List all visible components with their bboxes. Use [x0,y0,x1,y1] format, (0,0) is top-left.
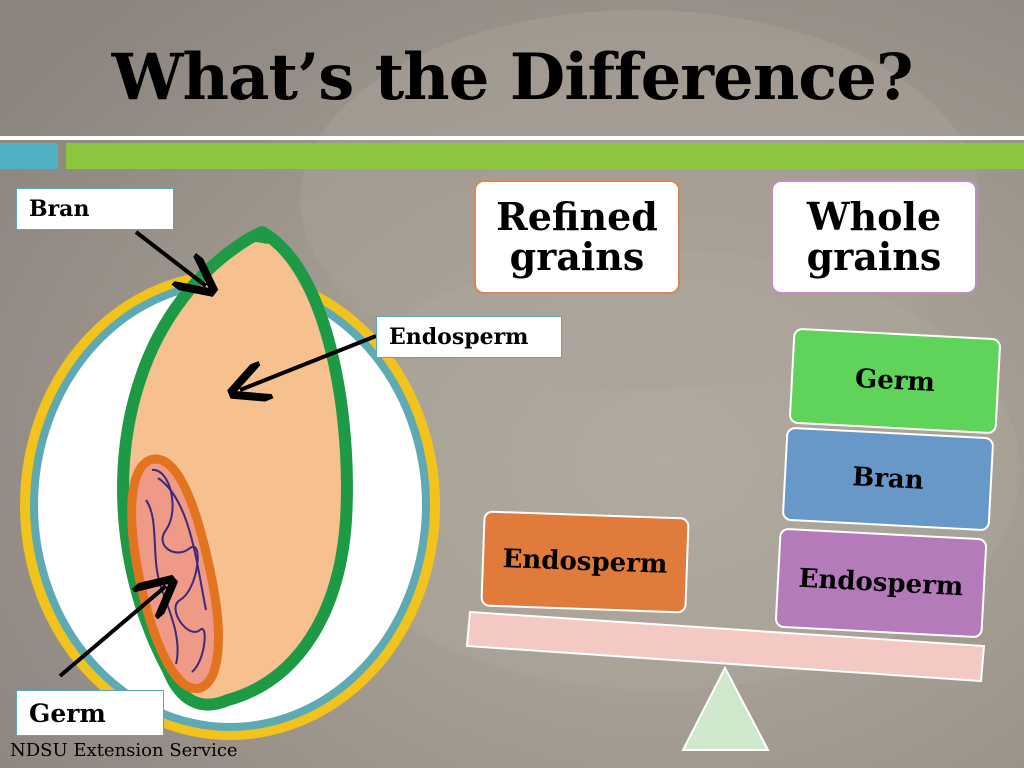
kernel-tip [244,226,268,244]
title-divider-line [0,136,1024,140]
bran-arrow [134,230,206,286]
refined-endosperm-block-text: Endosperm [502,544,668,580]
whole-grains-header: Whole grains [771,180,977,294]
whole-bran-block-text: Bran [851,462,925,496]
refined-grains-header-text: Refined grains [496,194,658,279]
scale-beam [465,610,986,683]
germ-arrow [58,586,166,678]
accent-bar-teal [0,143,58,169]
refined-grains-header: Refined grains [474,180,680,294]
whole-germ-block-text: Germ [854,363,936,399]
scale-fulcrum [681,665,770,751]
slide-title: What’s the Difference? [111,40,914,115]
footer-credit: NDSU Extension Service [10,740,238,761]
whole-bran-block: Bran [781,426,995,532]
whole-grains-header-text: Whole grains [806,194,942,279]
endosperm-label: Endosperm [376,316,562,358]
germ-label: Germ [16,690,164,736]
bran-label: Bran [16,188,174,230]
whole-germ-block: Germ [788,327,1002,435]
endosperm-arrow [240,334,377,390]
whole-endosperm-block-text: Endosperm [797,563,965,603]
refined-endosperm-block: Endosperm [480,510,690,614]
accent-bar-green [66,143,1024,169]
whole-endosperm-block: Endosperm [774,527,988,639]
